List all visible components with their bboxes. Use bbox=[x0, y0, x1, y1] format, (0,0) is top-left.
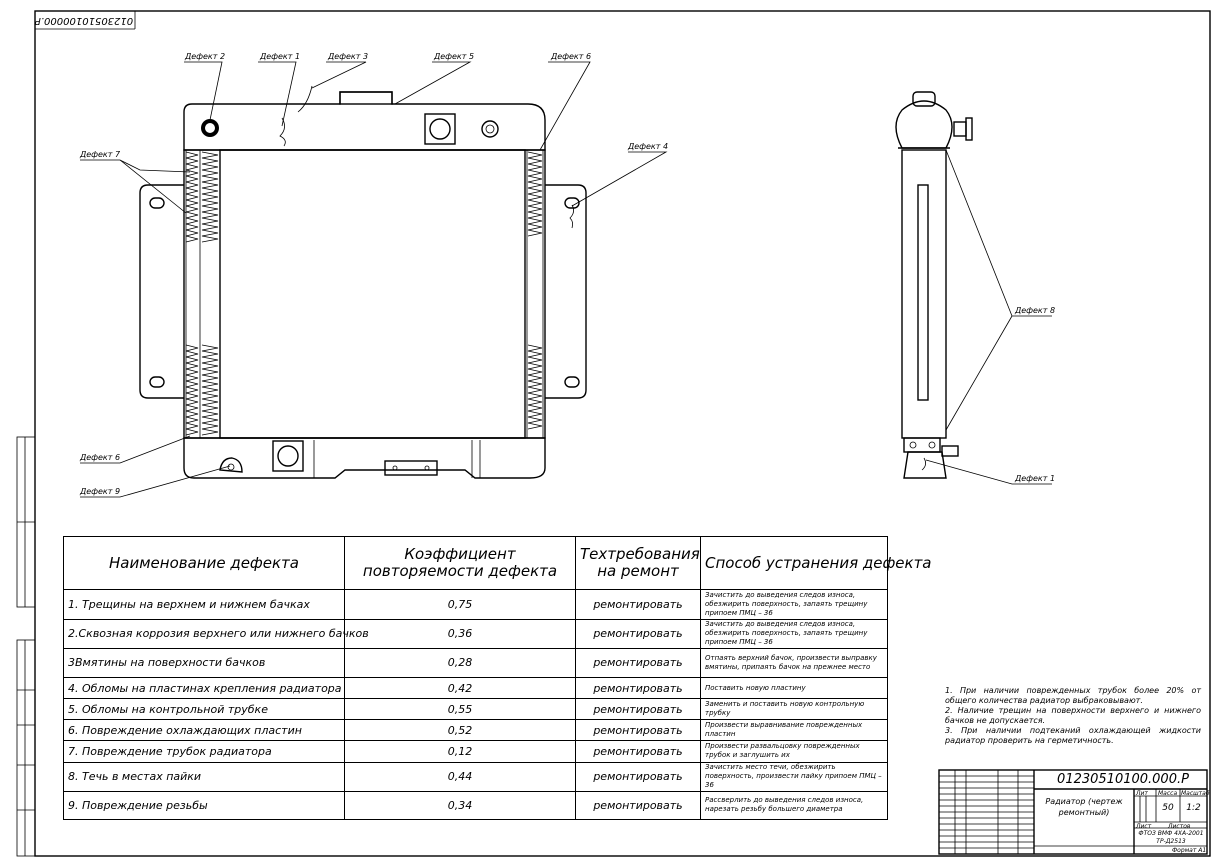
title-block-grid bbox=[938, 769, 1208, 855]
defect-coef: 0,55 bbox=[344, 698, 576, 721]
outer-frame bbox=[34, 10, 1211, 857]
defect-req: ремонтировать bbox=[575, 589, 701, 620]
defect-coef: 0,42 bbox=[344, 676, 576, 700]
defect-req: ремонтировать bbox=[575, 676, 701, 700]
corner-drawing-code: 01230510100000.P bbox=[34, 15, 134, 26]
title-col-mass: Масса bbox=[1158, 790, 1178, 797]
title-organization: ФТОЗ ВМФ 4ХА-2001 ТР-Д2513 bbox=[1138, 830, 1204, 845]
left-stamp-strip bbox=[16, 436, 36, 857]
defect-name: 9. Повреждение резьбы bbox=[63, 790, 345, 821]
radiator-side-view bbox=[895, 91, 973, 479]
title-sheet-label: Лист bbox=[1136, 823, 1152, 830]
title-sheets-label: Листов bbox=[1168, 823, 1191, 830]
label-defect-3: Дефект 3 bbox=[328, 52, 369, 61]
defect-name: 6. Повреждение охлаждающих пластин bbox=[63, 719, 345, 742]
defect-method: Зачистить до выведения следов износа, об… bbox=[700, 618, 888, 649]
defects-table: Наименование дефекта Коэффициент повторя… bbox=[63, 535, 932, 821]
header-defect-name: Наименование дефекта bbox=[63, 535, 345, 591]
defect-name: 3Вмятины на поверхности бачков bbox=[63, 647, 345, 678]
defect-req: ремонтировать bbox=[575, 698, 701, 721]
table-row: 3Вмятины на поверхности бачков 0,28 ремо… bbox=[63, 647, 888, 678]
defect-name: 1. Трещины на верхнем и нижнем бачках bbox=[63, 589, 345, 620]
technical-notes: 1. При наличии поврежденных трубок более… bbox=[945, 686, 1201, 746]
title-block-name: Радиатор (чертеж ремонтный) bbox=[1045, 797, 1123, 817]
defect-req: ремонтировать bbox=[575, 618, 701, 649]
title-mass-value: 50 bbox=[1162, 803, 1174, 813]
label-defect-2: Дефект 2 bbox=[185, 52, 226, 61]
defect-method: Поставить новую пластину bbox=[700, 676, 888, 700]
header-method: Способ устранения дефекта bbox=[700, 535, 932, 591]
defect-req: ремонтировать bbox=[575, 719, 701, 742]
label-defect-1: Дефект 1 bbox=[260, 52, 301, 61]
defect-req: ремонтировать bbox=[575, 647, 701, 678]
defect-name: 7. Повреждение трубок радиатора bbox=[63, 740, 345, 763]
label-defect-6-top: Дефект 6 bbox=[551, 52, 592, 61]
defect-coef: 0,44 bbox=[344, 761, 576, 792]
table-row: 7. Повреждение трубок радиатора 0,12 рем… bbox=[63, 740, 888, 763]
note-3: 3. При наличии подтеканий охлаждающей жи… bbox=[945, 726, 1201, 745]
label-defect-5: Дефект 5 bbox=[434, 52, 475, 61]
table-row: 6. Повреждение охлаждающих пластин 0,52 … bbox=[63, 719, 888, 742]
defect-method: Зачистить место течи, обезжирить поверхн… bbox=[700, 761, 888, 792]
defect-coef: 0,12 bbox=[344, 740, 576, 763]
table-row: 1. Трещины на верхнем и нижнем бачках 0,… bbox=[63, 589, 888, 620]
defect-method: Отпаять верхний бачок, произвести выправ… bbox=[700, 647, 888, 678]
header-requirements: Техтребования на ремонт bbox=[575, 535, 701, 591]
title-scale-value: 1:2 bbox=[1186, 803, 1201, 813]
title-col-scale: Масштаб bbox=[1181, 790, 1210, 797]
defect-coef: 0,36 bbox=[344, 618, 576, 649]
label-defect-7: Дефект 7 bbox=[80, 150, 121, 159]
table-row: 8. Течь в местах пайки 0,44 ремонтироват… bbox=[63, 761, 888, 792]
defect-name: 5. Обломы на контрольной трубке bbox=[63, 698, 345, 721]
defect-coef: 0,28 bbox=[344, 647, 576, 678]
note-2: 2. Наличие трещин на поверхности верхнег… bbox=[945, 706, 1201, 725]
defect-req: ремонтировать bbox=[575, 740, 701, 763]
table-row: 4. Обломы на пластинах крепления радиато… bbox=[63, 676, 888, 700]
front-leader-lines bbox=[80, 61, 668, 498]
label-defect-1-side: Дефект 1 bbox=[1015, 474, 1056, 483]
radiator-front-view bbox=[139, 85, 587, 479]
defect-method: Рассверлить до выведения следов износа, … bbox=[700, 790, 888, 821]
defect-req: ремонтировать bbox=[575, 790, 701, 821]
label-defect-8: Дефект 8 bbox=[1015, 306, 1056, 315]
defect-method: Заменить и поставить новую контрольную т… bbox=[700, 698, 888, 721]
defect-method: Зачистить до выведения следов износа, об… bbox=[700, 589, 888, 620]
label-defect-4: Дефект 4 bbox=[628, 142, 669, 151]
title-col-lit: Лит bbox=[1136, 790, 1148, 797]
title-block-code: 01230510100.000.P bbox=[1057, 772, 1189, 787]
table-row: 2.Сквозная коррозия верхнего или нижнего… bbox=[63, 618, 888, 649]
defect-method: Произвести выравнивание поврежденных пла… bbox=[700, 719, 888, 742]
table-row: 9. Повреждение резьбы 0,34 ремонтировать… bbox=[63, 790, 888, 821]
table-row: 5. Обломы на контрольной трубке 0,55 рем… bbox=[63, 698, 888, 721]
defect-req: ремонтировать bbox=[575, 761, 701, 792]
defect-method: Произвести развальцовку поврежденных тру… bbox=[700, 740, 888, 763]
header-coefficient: Коэффициент повторяемости дефекта bbox=[344, 535, 576, 591]
defect-coef: 0,52 bbox=[344, 719, 576, 742]
defect-name: 8. Течь в местах пайки bbox=[63, 761, 345, 792]
defect-name: 4. Обломы на пластинах крепления радиато… bbox=[63, 676, 345, 700]
label-defect-9: Дефект 9 bbox=[80, 487, 121, 496]
label-defect-6-bottom: Дефект 6 bbox=[80, 453, 121, 462]
note-1: 1. При наличии поврежденных трубок более… bbox=[945, 686, 1201, 705]
defect-coef: 0,34 bbox=[344, 790, 576, 821]
defect-name: 2.Сквозная коррозия верхнего или нижнего… bbox=[63, 618, 369, 649]
side-leader-lines bbox=[925, 149, 1052, 485]
table-header-row: Наименование дефекта Коэффициент повторя… bbox=[63, 535, 932, 591]
defect-coef: 0,75 bbox=[344, 589, 576, 620]
title-format: Формат А1 bbox=[1172, 847, 1207, 854]
